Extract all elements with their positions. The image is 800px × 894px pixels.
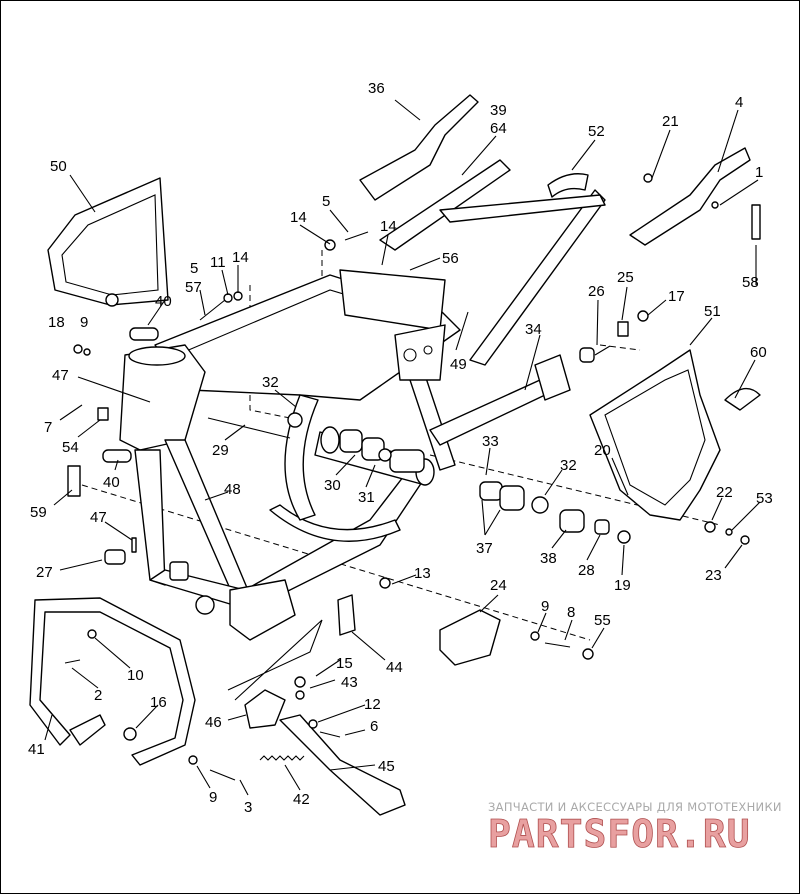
callout-1: 1 bbox=[755, 164, 763, 181]
callout-9: 9 bbox=[209, 789, 217, 806]
callout-34: 34 bbox=[525, 321, 542, 338]
callout-7: 7 bbox=[44, 419, 52, 436]
callout-16: 16 bbox=[150, 694, 167, 711]
callout-19: 19 bbox=[614, 577, 631, 594]
callout-29: 29 bbox=[212, 442, 229, 459]
callout-25: 25 bbox=[617, 269, 634, 286]
callout-56: 56 bbox=[442, 250, 459, 267]
callout-48: 48 bbox=[224, 481, 241, 498]
fender-support-36 bbox=[359, 94, 479, 201]
callout-26: 26 bbox=[588, 283, 605, 300]
spring-42 bbox=[259, 755, 305, 761]
callout-33: 33 bbox=[482, 433, 499, 450]
plate-24 bbox=[439, 609, 501, 666]
callout-49: 49 bbox=[450, 356, 467, 373]
callout-14: 14 bbox=[232, 249, 249, 266]
watermark-logo: PARTSFOR.RU bbox=[488, 813, 751, 855]
bracket-46 bbox=[244, 689, 286, 729]
callout-36: 36 bbox=[368, 80, 385, 97]
watermark-caption: ЗАПЧАСТИ И АКСЕССУАРЫ ДЛЯ МОТОТЕХНИКИ bbox=[488, 800, 782, 814]
callout-23: 23 bbox=[705, 567, 722, 584]
callout-15: 15 bbox=[336, 655, 353, 672]
callout-57: 57 bbox=[185, 279, 202, 296]
callout-47: 47 bbox=[52, 367, 69, 384]
callout-2: 2 bbox=[94, 687, 102, 704]
callout-45: 45 bbox=[378, 758, 395, 775]
callout-21: 21 bbox=[662, 113, 679, 130]
strap-52 bbox=[547, 173, 589, 198]
callout-60: 60 bbox=[750, 344, 767, 361]
bracket-4 bbox=[629, 147, 751, 246]
callout-37: 37 bbox=[476, 540, 493, 557]
jiffy-stand-45 bbox=[279, 714, 406, 816]
callout-41: 41 bbox=[28, 741, 45, 758]
side-cover-50 bbox=[47, 177, 169, 306]
callout-13: 13 bbox=[414, 565, 431, 582]
callout-6: 6 bbox=[370, 718, 378, 735]
callout-40: 40 bbox=[155, 293, 172, 310]
callout-17: 17 bbox=[668, 288, 685, 305]
bumper-41 bbox=[29, 597, 196, 766]
bracket-44 bbox=[337, 594, 356, 636]
callout-38: 38 bbox=[540, 550, 557, 567]
callout-9: 9 bbox=[541, 598, 549, 615]
callout-labels: 36 39 64 52 21 4 1 50 5 14 14 56 58 11 1… bbox=[28, 80, 773, 816]
callout-39: 39 bbox=[490, 102, 507, 119]
rubber-mounts bbox=[102, 327, 631, 565]
callout-53: 53 bbox=[756, 490, 773, 507]
callout-28: 28 bbox=[578, 562, 595, 579]
rear-frame-rails bbox=[379, 159, 606, 446]
callout-5: 5 bbox=[322, 193, 330, 210]
callout-5: 5 bbox=[190, 260, 198, 277]
callout-52: 52 bbox=[588, 123, 605, 140]
callout-14: 14 bbox=[290, 209, 307, 226]
callout-4: 4 bbox=[735, 94, 743, 111]
callout-9: 9 bbox=[80, 314, 88, 331]
callout-51: 51 bbox=[704, 303, 721, 320]
callout-27: 27 bbox=[36, 564, 53, 581]
hardware bbox=[64, 173, 761, 781]
callout-30: 30 bbox=[324, 477, 341, 494]
callout-20: 20 bbox=[594, 442, 611, 459]
callout-47: 47 bbox=[90, 509, 107, 526]
callout-43: 43 bbox=[341, 674, 358, 691]
cap-60 bbox=[724, 387, 761, 411]
callout-11: 11 bbox=[210, 254, 226, 271]
callout-18: 18 bbox=[48, 314, 65, 331]
callout-14: 14 bbox=[380, 218, 397, 235]
callout-55: 55 bbox=[594, 612, 611, 629]
callout-24: 24 bbox=[490, 577, 507, 594]
leader-lines bbox=[44, 99, 761, 796]
callout-64: 64 bbox=[490, 120, 507, 137]
callout-50: 50 bbox=[50, 158, 67, 175]
callout-46: 46 bbox=[205, 714, 222, 731]
callout-31: 31 bbox=[358, 489, 375, 506]
callout-32: 32 bbox=[262, 374, 279, 391]
callout-10: 10 bbox=[127, 667, 144, 684]
callout-8: 8 bbox=[567, 604, 575, 621]
callout-40: 40 bbox=[103, 474, 120, 491]
callout-22: 22 bbox=[716, 484, 733, 501]
callout-59: 59 bbox=[30, 504, 47, 521]
side-cover-51 bbox=[589, 349, 721, 521]
callout-58: 58 bbox=[742, 274, 759, 291]
watermark-logo-text: PARTSFOR.RU bbox=[488, 813, 751, 855]
callout-44: 44 bbox=[386, 659, 403, 676]
callout-54: 54 bbox=[62, 439, 79, 456]
callout-12: 12 bbox=[364, 696, 381, 713]
callout-32: 32 bbox=[560, 457, 577, 474]
callout-42: 42 bbox=[293, 791, 310, 808]
callout-3: 3 bbox=[244, 799, 252, 816]
